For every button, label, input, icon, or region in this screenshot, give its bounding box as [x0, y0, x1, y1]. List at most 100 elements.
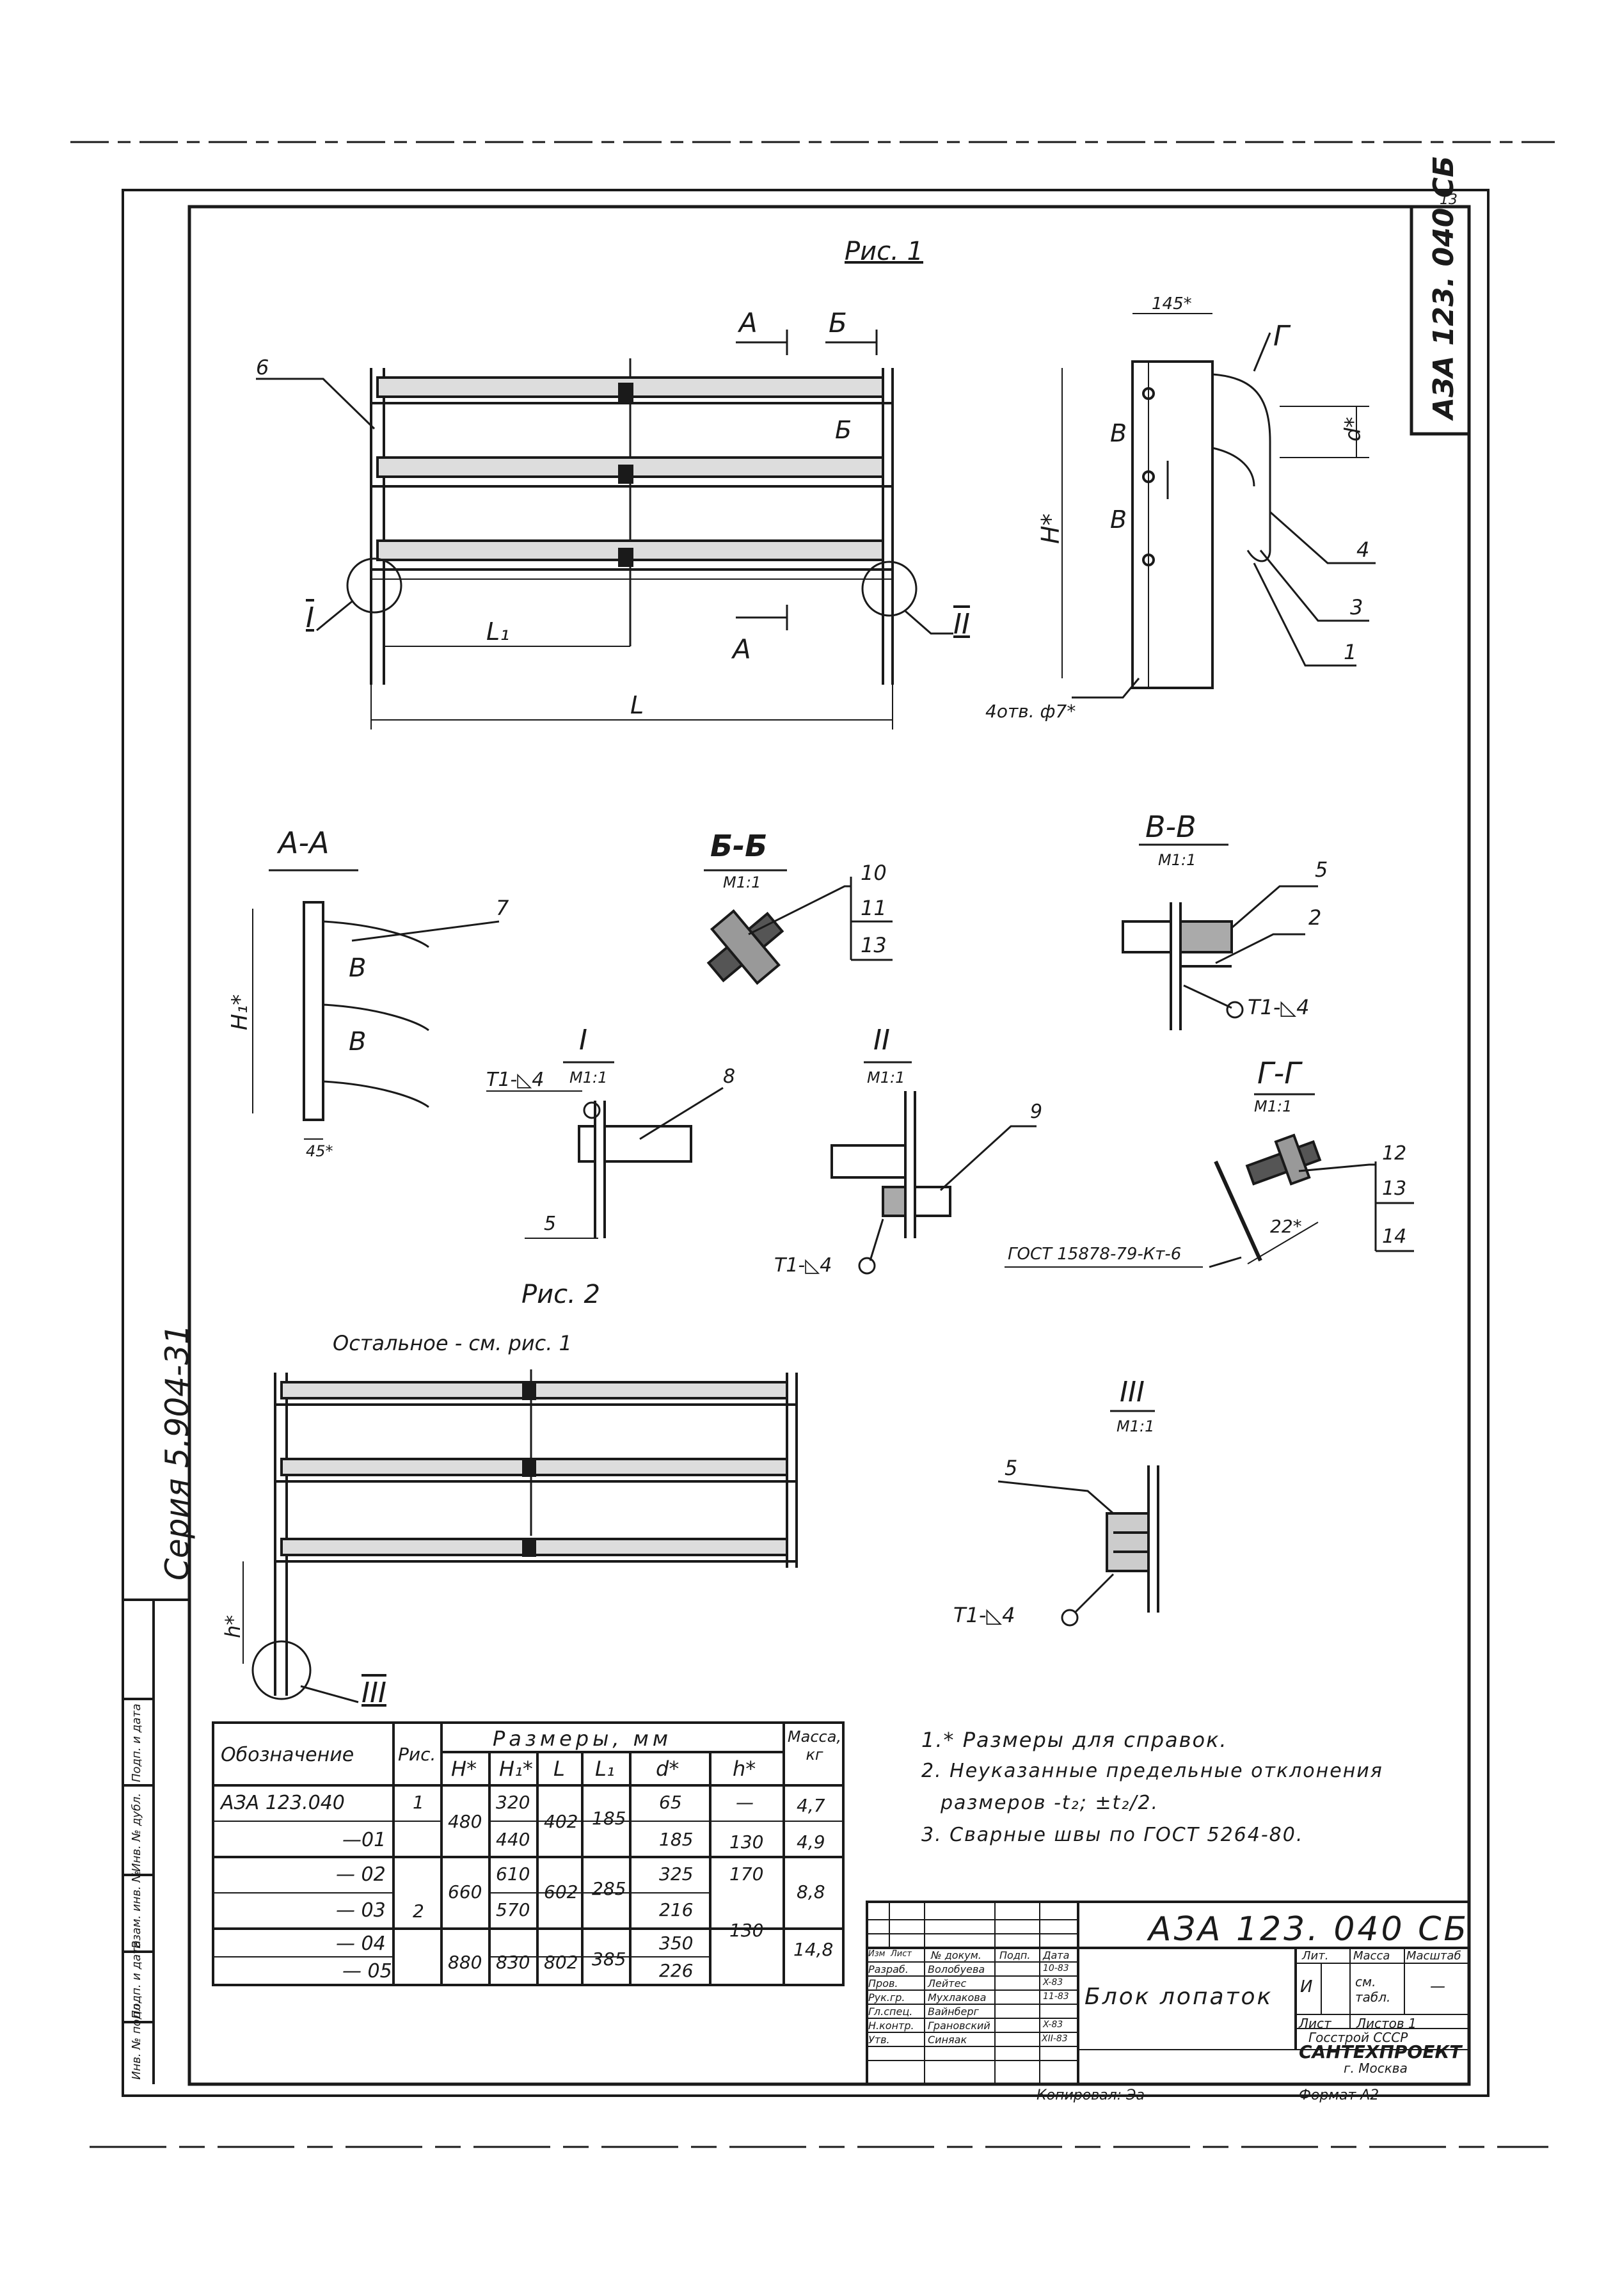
title-block	[866, 1901, 1470, 2085]
side-callout-1: 1	[1344, 640, 1357, 664]
section-vv-callout-2: 2	[1308, 905, 1322, 930]
tb-date-2: 11-83	[1043, 1991, 1069, 2002]
fig1-section-b-top: Б	[829, 307, 847, 339]
table-row-2-fig: 2	[413, 1901, 424, 1922]
tb-date-1: X-83	[1043, 1977, 1063, 1988]
section-bb-callout-13: 13	[861, 933, 887, 957]
note-2-cont: размеров -t₂; ±t₂/2.	[941, 1792, 1159, 1814]
side-dim-d: d*	[1340, 417, 1366, 442]
table-row-4-h1: 830	[496, 1952, 530, 1973]
title-block-scale-header: Масштаб	[1406, 1949, 1461, 1963]
table-row-2-hh: 170	[729, 1863, 764, 1885]
table-row-1-d: 185	[659, 1829, 694, 1850]
table-row-2-l1: 285	[592, 1878, 626, 1899]
section-gg-callout-13: 13	[1382, 1177, 1407, 1200]
tb-col-sign: Подп.	[999, 1949, 1031, 1961]
table-row-0-hh: —	[736, 1792, 754, 1813]
tb-role-0: Разраб.	[868, 1963, 909, 1975]
title-block-lit-value: И	[1300, 1977, 1313, 1997]
table-row-0-designation: АЗА 123.040	[221, 1792, 345, 1814]
tb-col-doc: № докум.	[931, 1949, 981, 1961]
side-label-v-top: В	[1110, 419, 1127, 447]
detail-iii-title: III	[1120, 1376, 1145, 1408]
section-bb	[704, 869, 893, 985]
tb-role-1: Пров.	[868, 1977, 898, 1989]
spec-table	[212, 1721, 845, 1986]
title-block-code: АЗА 123. 040 СБ	[1148, 1910, 1470, 1949]
fig1-section-b-side: Б	[835, 416, 852, 444]
tb-role-3: Гл.спец.	[868, 2005, 913, 2018]
table-row-0-fig: 1	[413, 1792, 424, 1813]
section-bb-callout-11: 11	[861, 896, 887, 920]
section-bb-title: Б-Б	[710, 829, 768, 863]
note-1: 1.* Размеры для справок.	[921, 1728, 1228, 1752]
detail-iii-weld: Т1-◺4	[953, 1603, 1015, 1627]
table-header-dims: Размеры, мм	[493, 1726, 672, 1751]
title-block-lit-header: Лит.	[1302, 1949, 1329, 1963]
section-gg	[1005, 1093, 1414, 1268]
fig1-section-a-bottom: А	[733, 634, 751, 665]
fig1-title: Рис. 1	[845, 237, 923, 266]
fig2-note: Остальное - см. рис. 1	[333, 1331, 572, 1355]
tb-name-1: Лейтес	[928, 1977, 967, 1989]
table-row-4-h: 880	[448, 1952, 482, 1973]
table-header-l: L	[553, 1757, 565, 1781]
table-header-hh: h*	[733, 1757, 756, 1781]
detail-ii-weld: Т1-◺4	[774, 1254, 832, 1277]
tb-date-4: X-83	[1043, 2020, 1063, 2030]
title-block-mass-value: см. табл.	[1355, 1974, 1391, 2005]
table-row-1-hh: 130	[729, 1831, 764, 1853]
title-block-name: Блок лопаток	[1085, 1984, 1273, 2010]
detail-i-callout-8: 8	[723, 1065, 736, 1088]
fig2-title: Рис. 2	[521, 1280, 600, 1309]
detail-iii	[997, 1410, 1159, 1627]
detail-iii-scale: М1:1	[1116, 1417, 1155, 1435]
table-row-2-designation: — 02	[336, 1863, 386, 1886]
fig1-section-a-top: А	[739, 307, 758, 339]
detail-iii-callout-5: 5	[1005, 1456, 1018, 1480]
detail-ii-title: II	[873, 1024, 890, 1056]
title-block-copied: Копировал: Эа	[1037, 2087, 1145, 2103]
detail-i-callout-5: 5	[544, 1213, 557, 1235]
table-row-3-h1: 570	[496, 1899, 530, 1920]
tb-name-2: Мухлакова	[928, 1991, 987, 2004]
series-label: Серия 5.904-31	[159, 1324, 196, 1581]
table-row-0-h: 480	[448, 1811, 482, 1832]
section-bb-callout-10: 10	[861, 861, 887, 885]
fig2-dim-h: h*	[221, 1614, 245, 1638]
table-row-4-mass: 14,8	[793, 1939, 834, 1960]
table-row-5-d: 226	[659, 1960, 694, 1981]
table-row-0-h1: 320	[496, 1792, 530, 1813]
section-vv-scale: М1:1	[1158, 851, 1196, 869]
strip-sign-date-2: Подп. и дата	[130, 1703, 143, 1782]
table-header-designation: Обозначение	[221, 1744, 354, 1766]
section-aa-label-v2: В	[349, 1027, 367, 1056]
side-callout-3: 3	[1350, 595, 1363, 619]
section-bb-scale: М1:1	[723, 873, 761, 891]
section-gg-scale: М1:1	[1254, 1097, 1292, 1115]
tb-date-5: XII-83	[1042, 2034, 1068, 2044]
table-header-d: d*	[656, 1757, 679, 1781]
title-block-sheets: Листов 1	[1356, 2016, 1417, 2031]
title-block-scale-value: —	[1430, 1977, 1445, 1995]
section-vv-weld: Т1-◺4	[1248, 995, 1310, 1019]
table-header-h1: H₁*	[499, 1757, 533, 1781]
section-aa-title: А-А	[278, 825, 330, 860]
table-row-2-h1: 610	[496, 1863, 530, 1885]
table-row-0-d: 65	[659, 1792, 682, 1813]
table-row-2-d: 325	[659, 1863, 694, 1885]
table-row-5-designation: — 05	[342, 1960, 392, 1982]
fig1-side-view	[1061, 313, 1376, 699]
tb-name-0: Волобуева	[928, 1963, 985, 1975]
title-block-org3: г. Москва	[1344, 2061, 1408, 2076]
section-aa-callout-7: 7	[496, 896, 509, 920]
section-aa-label-v1: В	[349, 953, 367, 983]
detail-i-title: I	[579, 1024, 587, 1056]
fig1-callout-i: I	[306, 602, 314, 634]
section-gg-title: Г-Г	[1257, 1056, 1301, 1090]
tb-name-3: Вайнберг	[928, 2005, 979, 2018]
table-row-0-l1: 185	[592, 1808, 626, 1829]
tb-role-5: Утв.	[868, 2034, 890, 2046]
table-row-2-l: 602	[544, 1881, 578, 1902]
table-header-fig: Рис.	[398, 1744, 436, 1765]
